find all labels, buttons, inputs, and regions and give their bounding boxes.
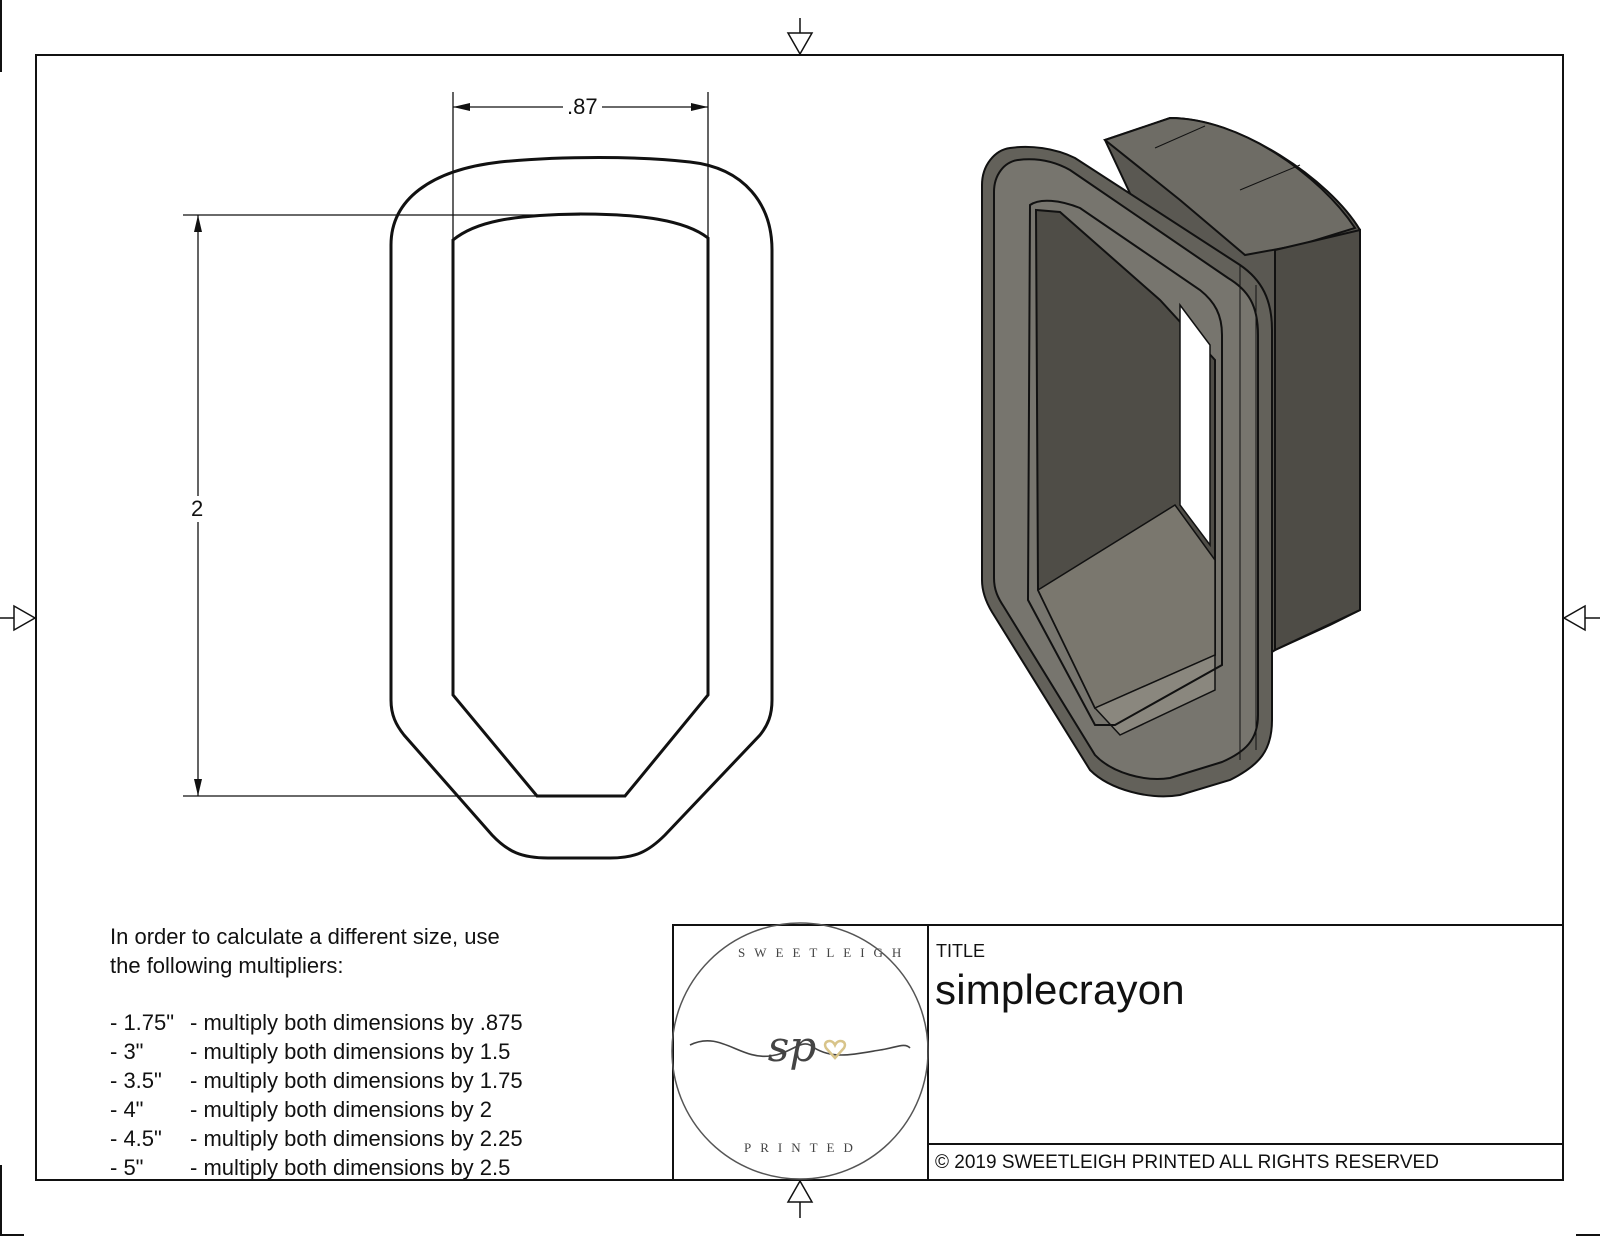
- copyright-notice: © 2019 SWEETLEIGH PRINTED ALL RIGHTS RES…: [935, 1152, 1439, 1173]
- drawing-title: simplecrayon: [935, 966, 1185, 1013]
- multiplier-row: - 4.5"- multiply both dimensions by 2.25: [110, 1126, 523, 1151]
- notes-intro-line1: In order to calculate a different size, …: [110, 924, 500, 949]
- multiplier-row: - 3.5"- multiply both dimensions by 1.75: [110, 1068, 523, 1093]
- logo-top-text: SWEETLEIGH: [738, 945, 911, 960]
- company-logo: [671, 922, 929, 1180]
- multiplier-row: - 1.75"- multiply both dimensions by .87…: [110, 1010, 523, 1035]
- title-label: TITLE: [936, 941, 986, 961]
- multiplier-row: - 3"- multiply both dimensions by 1.5: [110, 1039, 511, 1064]
- right-center-arrow-icon: [1562, 604, 1600, 632]
- logo-monogram: sp: [767, 1022, 817, 1071]
- width-dimension-label: .87: [563, 96, 602, 118]
- bottom-center-arrow-icon: [786, 1179, 814, 1218]
- centering-marks: [0, 18, 1600, 1218]
- multiplier-row: - 4"- multiply both dimensions by 2: [110, 1097, 493, 1122]
- top-center-arrow-icon: [786, 18, 814, 56]
- left-center-arrow-icon: [0, 604, 37, 632]
- isometric-3d-view: [981, 116, 1361, 798]
- logo-bottom-text: PRINTED: [744, 1140, 862, 1155]
- heart-icon: [823, 1039, 847, 1060]
- height-dimension-label: 2: [189, 496, 206, 522]
- resize-notes: In order to calculate a different size, …: [110, 922, 523, 1182]
- multiplier-row: - 5"- multiply both dimensions by 2.5: [110, 1155, 511, 1180]
- flat-outline-view: [183, 92, 774, 860]
- notes-intro-line2: the following multipliers:: [110, 953, 344, 978]
